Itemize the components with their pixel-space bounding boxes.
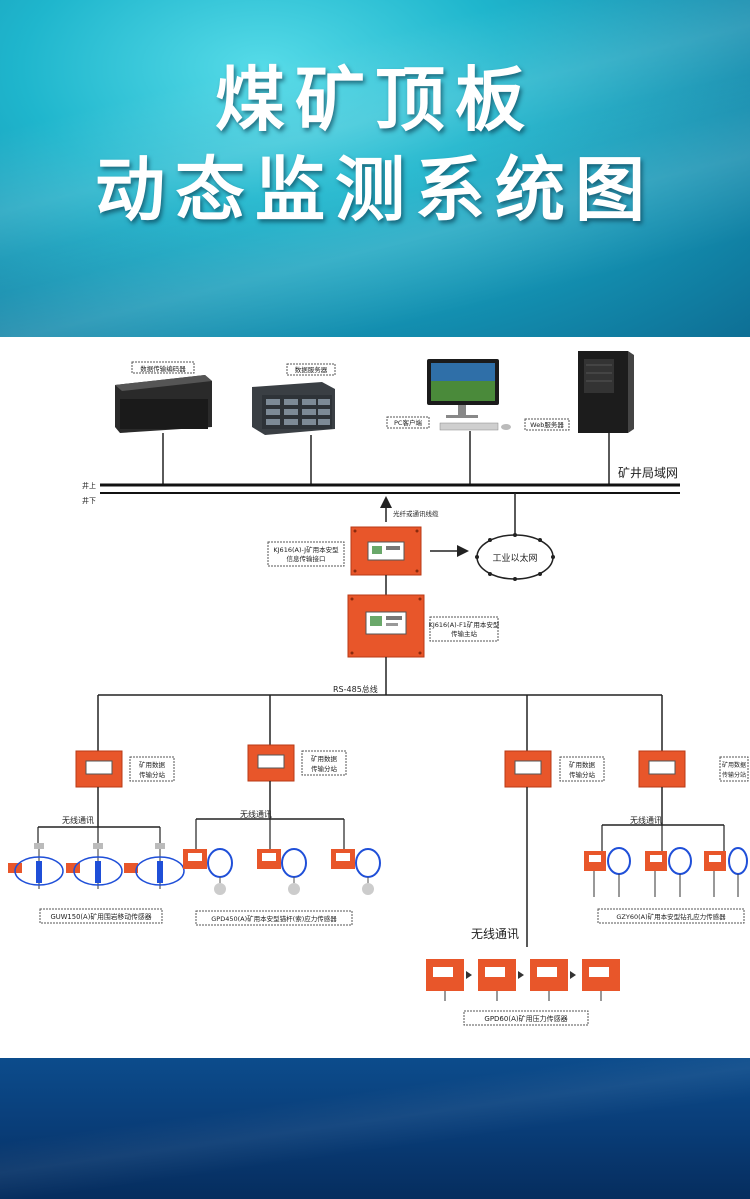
- wireless-label-2: 无线通讯: [240, 809, 272, 819]
- web-label-box: [524, 418, 570, 431]
- web-server-device: [578, 351, 634, 485]
- wireless-label-4: 无线通讯: [630, 815, 662, 825]
- ethernet-label: 工业以太网: [492, 552, 537, 564]
- substation-2-label-a: 矿用数据: [311, 754, 338, 763]
- system-diagram: 数据传输编码器 数据服务器 PC客户端 Web服务器 矿井局域网: [0, 337, 750, 1058]
- substation-4-label-a: 矿用数据: [722, 761, 746, 769]
- pc-label: PC客户端: [394, 418, 422, 427]
- gpd450-label: GPD450(A)矿用本安型锚杆(索)应力传感器: [211, 914, 337, 923]
- underground-label: 井下: [82, 496, 96, 505]
- substation-3: [504, 750, 552, 788]
- pc-label-box: [386, 416, 430, 429]
- data-server-device: [252, 382, 335, 485]
- rs485-label: RS-485总线: [333, 684, 378, 694]
- interface-label-box: [267, 541, 345, 567]
- substation-1: [75, 750, 123, 788]
- title-line-2: 动态监测系统图: [95, 148, 655, 231]
- mine-lan-label: 矿井局域网: [618, 466, 678, 480]
- pc-client-device: [427, 359, 511, 485]
- encoder-device: [115, 375, 212, 485]
- encoder-label-box: [131, 361, 195, 374]
- guw150-sensors: [8, 843, 185, 889]
- gpd60-sensors: [426, 959, 620, 1001]
- substation-2-label-b: 传输分站: [311, 764, 338, 773]
- wireless-label-3: 无线通讯: [471, 927, 519, 941]
- interface-label: KJ616(A)-J矿用本安型信息传输接口: [273, 545, 339, 563]
- encoder-label: 数据传输编码器: [140, 364, 186, 373]
- gpd450-sensors: [183, 848, 381, 895]
- substation-1-label-b: 传输分站: [139, 770, 166, 779]
- substation-2: [247, 744, 295, 782]
- main-station-label-box: [429, 616, 499, 642]
- substation-3-label-a: 矿用数据: [569, 760, 596, 769]
- server-label: 数据服务器: [295, 365, 328, 374]
- title-banner: 煤矿顶板 动态监测系统图: [0, 0, 750, 337]
- fiber-label: 光纤或通讯线缆: [393, 509, 439, 518]
- substation-3-label-b: 传输分站: [569, 770, 596, 779]
- title-line-1: 煤矿顶板: [215, 58, 535, 141]
- gzy60-sensors: [584, 847, 748, 897]
- wireless-label-1: 无线通讯: [62, 815, 94, 825]
- gzy60-label: GZY60(A)矿用本安型钻孔应力传感器: [616, 912, 726, 921]
- guw150-label: GUW150(A)矿用围岩移动传感器: [50, 912, 151, 921]
- server-label-box: [286, 363, 336, 376]
- footer-band: [0, 1058, 750, 1199]
- gpd60-label: GPD60(A)矿用压力传感器: [484, 1014, 567, 1023]
- surface-label: 井上: [82, 481, 96, 490]
- main-station-label: KJ616(A)-F1矿用本安型传输主站: [429, 620, 500, 638]
- main-station: [347, 594, 425, 658]
- substation-4-label-b: 传输分站: [722, 771, 746, 779]
- interface-station: [350, 526, 422, 576]
- substation-4: [638, 750, 686, 788]
- web-label: Web服务器: [530, 420, 564, 429]
- substation-1-label-a: 矿用数据: [139, 760, 166, 769]
